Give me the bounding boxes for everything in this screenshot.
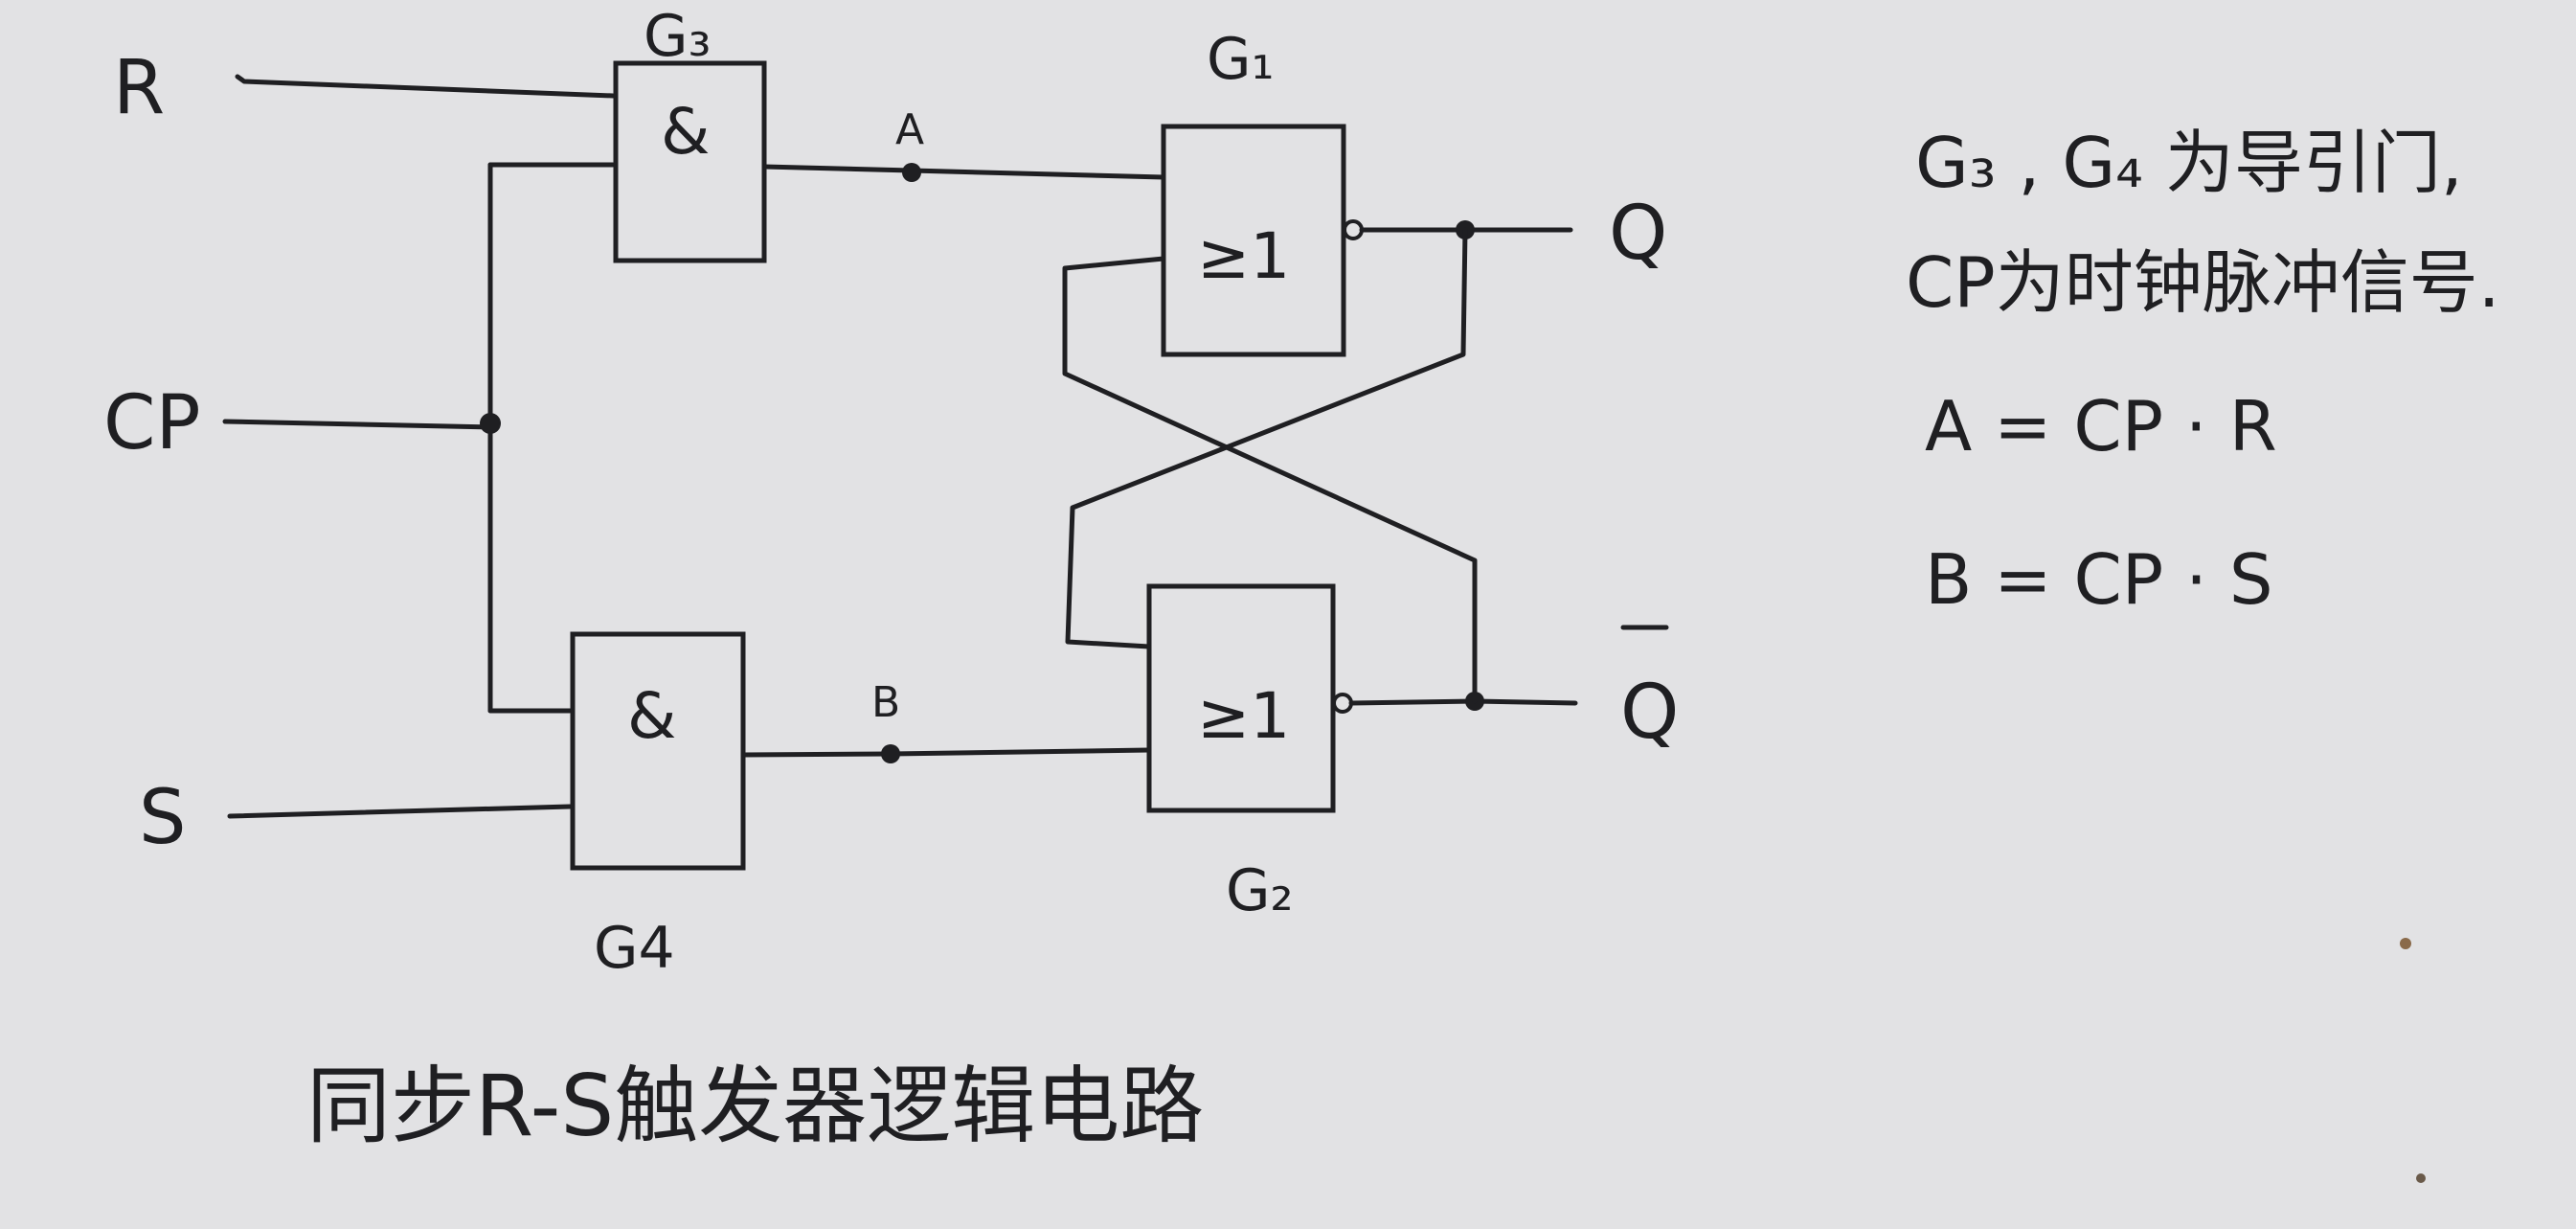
wire-b — [740, 747, 1152, 758]
caption: 同步R-S触发器逻辑电路 — [306, 1057, 1204, 1155]
gate-g2 — [1146, 583, 1336, 813]
note-line-3: A = CP · R — [1925, 386, 2277, 467]
wire-a — [761, 164, 1166, 180]
wire-s — [227, 804, 573, 819]
gate-g2-symbol: ≥1 — [1197, 679, 1290, 753]
gate-g3-symbol: & — [661, 95, 710, 169]
gate-g1-symbol: ≥1 — [1197, 219, 1290, 293]
node-b — [881, 744, 900, 763]
gate-g2-name: G₂ — [1226, 857, 1294, 924]
paper-speck — [2400, 938, 2411, 949]
node-a-label: A — [895, 105, 924, 154]
gate-g3-name: G₃ — [644, 3, 712, 70]
wire-r — [235, 74, 616, 99]
gate-g1-bubble — [1343, 219, 1364, 240]
node-b-label: B — [871, 678, 900, 727]
gate-g4 — [570, 631, 746, 871]
gate-g1-name: G₁ — [1207, 26, 1275, 93]
input-r: R — [113, 45, 165, 131]
gate-g2-bubble — [1332, 693, 1353, 714]
node-a — [902, 163, 921, 182]
note-line-2: CP为时钟脉冲信号. — [1906, 242, 2500, 323]
output-q: Q — [1609, 191, 1667, 277]
paper-speck — [2416, 1173, 2426, 1183]
input-s: S — [139, 775, 187, 861]
wire-q-bar — [1348, 698, 1578, 706]
note-line-1: G₃ , G₄ 为导引门, — [1915, 123, 2463, 203]
gate-g4-symbol: & — [627, 679, 676, 753]
output-q-bar: Q — [1620, 670, 1679, 756]
gate-g3 — [613, 60, 767, 263]
input-cp: CP — [103, 380, 201, 467]
gate-g1 — [1161, 124, 1346, 357]
feedback-qbar-to-g1 — [1062, 256, 1478, 704]
gate-g4-name: G4 — [594, 915, 675, 982]
junction-cp — [480, 413, 501, 434]
wire-cp — [222, 419, 493, 430]
feedback-q-to-g2 — [1065, 227, 1468, 649]
note-line-4: B = CP · S — [1925, 539, 2273, 620]
